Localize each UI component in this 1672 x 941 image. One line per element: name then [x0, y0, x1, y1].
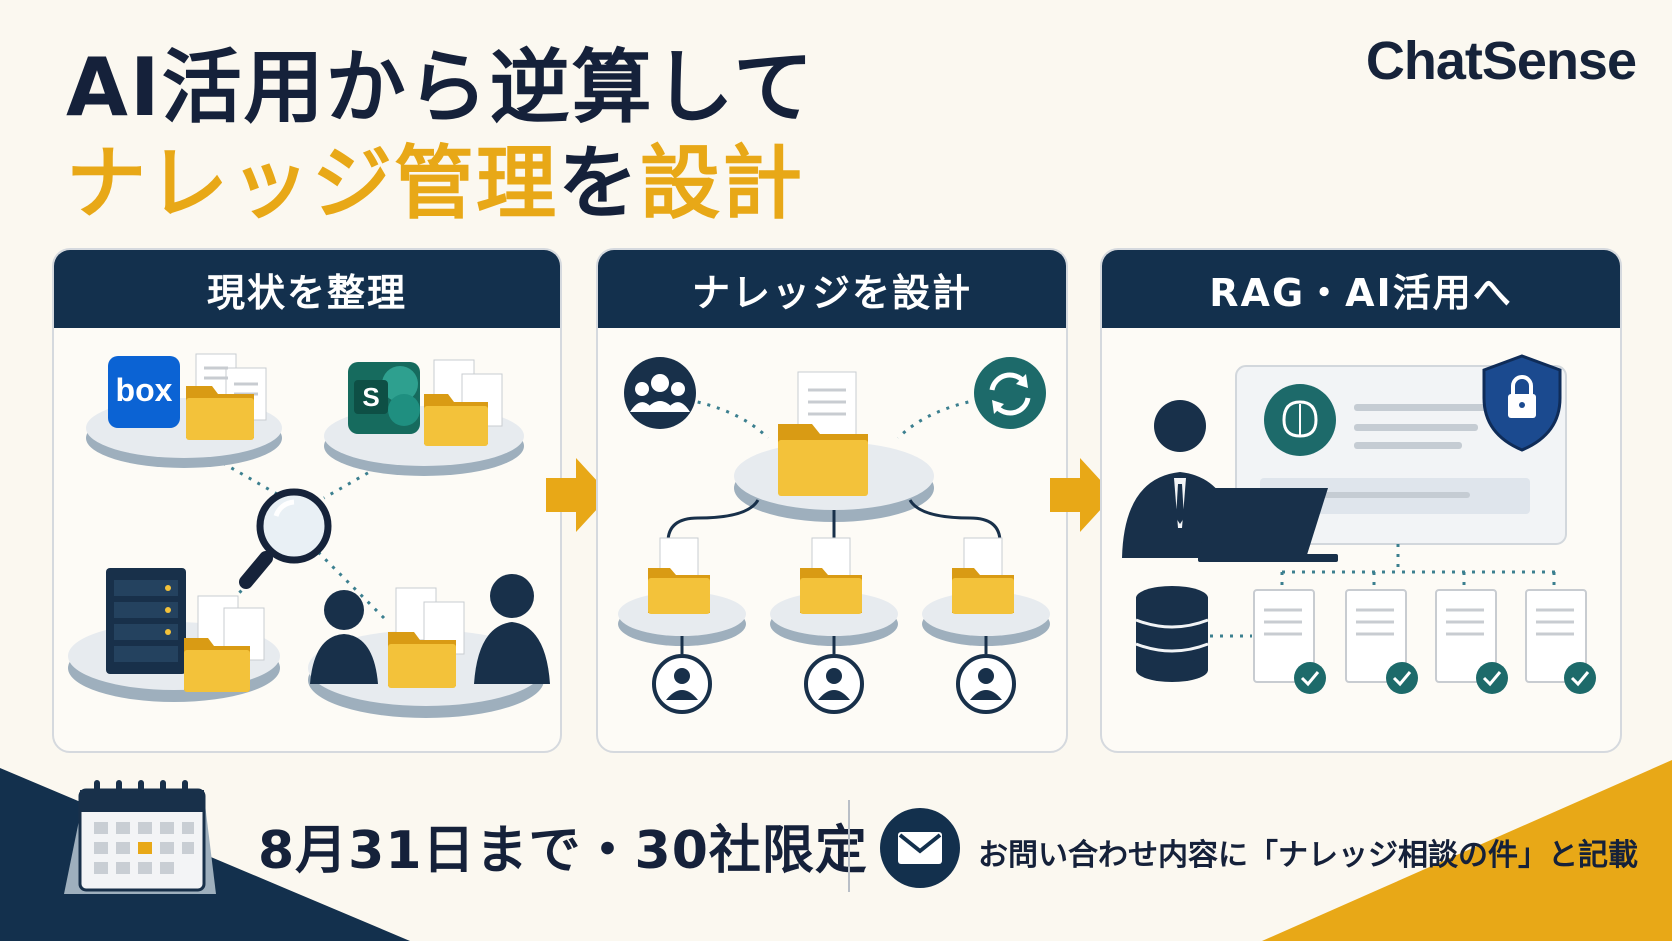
step-panel-rag-ai: RAG・AI活用へ — [1100, 248, 1622, 753]
arrow-right-icon — [546, 458, 610, 532]
box-logo-icon: box — [108, 356, 180, 428]
step-title: 現状を整理 — [54, 250, 560, 328]
arrow-right-icon — [1050, 458, 1114, 532]
headline-line-2: ナレッジ管理を設計 — [66, 136, 815, 232]
ai-brain-icon — [1264, 384, 1336, 456]
headline: AI活用から逆算して ナレッジ管理を設計 — [66, 40, 815, 232]
svg-text:box: box — [116, 372, 173, 408]
mail-icon — [880, 808, 960, 888]
step-illustration — [598, 328, 1066, 751]
database-icon — [1135, 586, 1209, 682]
svg-text:S: S — [362, 382, 379, 412]
sharepoint-logo-icon: S — [348, 362, 420, 434]
step-panel-design: ナレッジを設計 — [596, 248, 1068, 753]
shield-lock-icon — [1482, 354, 1562, 452]
calendar-icon — [64, 780, 216, 894]
step-title: ナレッジを設計 — [598, 250, 1066, 328]
sync-icon — [974, 357, 1046, 429]
headline-particle: を — [558, 137, 640, 230]
deadline-text: 8月31日まで・30社限定 — [258, 821, 868, 881]
headline-highlight-end: 設計 — [640, 137, 804, 230]
step-illustration — [1102, 328, 1620, 751]
people-icon — [310, 574, 550, 684]
headline-highlight: ナレッジ管理 — [66, 137, 558, 230]
inquiry-note: お問い合わせ内容に「ナレッジ相談の件」と記載 — [978, 838, 1638, 873]
step-title: RAG・AI活用へ — [1102, 250, 1620, 328]
step-illustration: box S — [54, 328, 560, 751]
server-icon — [106, 568, 186, 674]
team-icon — [624, 357, 696, 429]
divider — [848, 800, 850, 892]
checked-document-icon — [1253, 589, 1596, 694]
headline-line-1: AI活用から逆算して — [66, 41, 816, 134]
step-panel-organize: 現状を整理 box — [52, 248, 562, 753]
user-icon — [652, 654, 1016, 714]
brand-logo: ChatSense — [1365, 31, 1637, 91]
businessman-laptop-icon — [1122, 400, 1338, 562]
magnifier-icon — [239, 488, 332, 589]
folder-icon — [778, 424, 868, 496]
folder-icon — [186, 386, 254, 440]
